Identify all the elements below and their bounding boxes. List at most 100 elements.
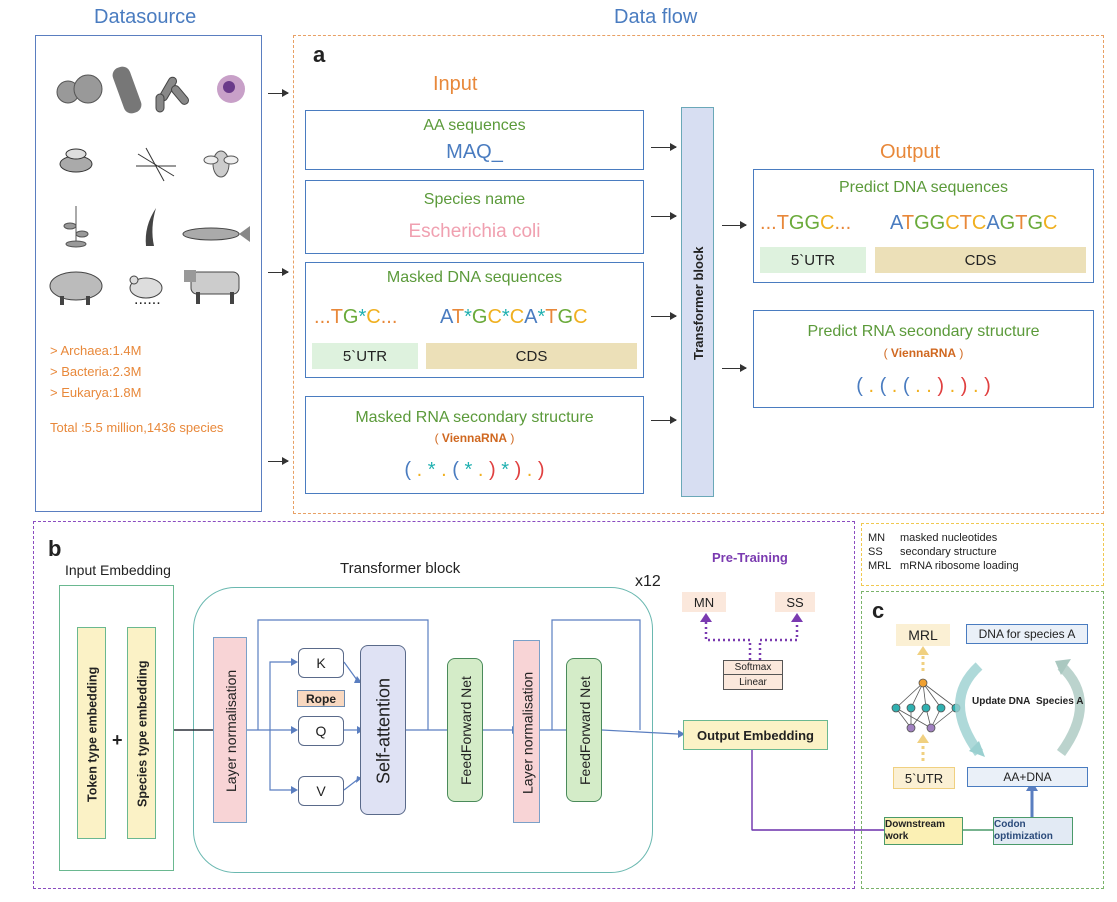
seq-char: . xyxy=(526,459,533,481)
panel-b-label: b xyxy=(48,536,62,561)
masked-rna-tool-close: ) xyxy=(507,431,515,445)
seq-char: . xyxy=(765,212,772,234)
stat-total: Total :5.5 million,1436 species xyxy=(50,420,224,435)
aa-seq-text: MAQ_ xyxy=(446,141,503,163)
ffn-2-label: FeedForward Net xyxy=(577,676,593,786)
mn-box: MN xyxy=(682,592,726,612)
seq-char: G xyxy=(999,212,1016,234)
masked-dna-cds-seq: AT*GC*CA*TGC xyxy=(440,306,588,329)
ffn-1: FeedForward Net xyxy=(447,658,483,802)
mrl-box: MRL xyxy=(896,624,950,646)
species-label: Species name xyxy=(423,191,526,208)
species-embedding-box: Species type embedding xyxy=(127,627,156,839)
self-attention-label: Self-attention xyxy=(373,677,394,785)
seq-char: . xyxy=(834,212,841,234)
transformer-block-heading: Transformer block xyxy=(340,560,461,577)
predict-rna-tool: ( ViennaRNA ) xyxy=(754,346,1093,360)
seq-char: * xyxy=(427,459,436,481)
layer-norm-1: Layer normalisation xyxy=(213,637,247,823)
predict-dna-box: Predict DNA sequences ...TGGC... ATGGCTC… xyxy=(753,169,1094,283)
masked-dna-label: Masked DNA sequences xyxy=(386,269,563,286)
seq-char: . xyxy=(386,306,392,328)
input-embedding-box xyxy=(59,585,174,871)
seaweed-icon xyxy=(145,208,156,246)
bacillus-icon xyxy=(112,66,142,114)
seq-char: . xyxy=(915,375,921,397)
seq-char: ( xyxy=(404,459,412,481)
seq-char: . xyxy=(771,212,777,234)
seq-char: . xyxy=(380,306,387,328)
cow-icon xyxy=(184,270,240,304)
aa-dna-box: AA+DNA xyxy=(967,767,1088,787)
masked-dna-box: Masked DNA sequences ...TG*C... AT*GC*CA… xyxy=(305,262,644,378)
predict-dna-cds-seq: ATGGCTCAGTGC xyxy=(890,212,1057,235)
legend-desc-mn: masked nucleotides xyxy=(900,532,998,544)
seq-char: . xyxy=(868,375,874,397)
legend-abbr-mrl: MRL xyxy=(868,560,892,572)
datasource-arrow-1 xyxy=(268,89,289,97)
seq-char: ) xyxy=(514,459,522,481)
stat-bacteria: > Bacteria:2.3M xyxy=(50,364,142,379)
output-embedding-box: Output Embedding xyxy=(683,720,828,750)
seq-char: . xyxy=(840,212,846,234)
dna-species-box: DNA for species A xyxy=(966,624,1088,644)
predict-dna-utr-seq: ...TGGC... xyxy=(760,212,851,235)
input-title: Input xyxy=(433,73,478,95)
seq-char: . xyxy=(760,212,766,234)
transformer-block-a: Transformer block xyxy=(681,107,714,497)
seq-char: C xyxy=(487,306,502,328)
update-cycle-right-arc xyxy=(1056,662,1085,756)
update-dna-label: Update DNA xyxy=(972,696,1031,707)
species-a-label: Species A xyxy=(1036,696,1084,707)
seq-char: G xyxy=(1027,212,1044,234)
pretraining-heading: Pre-Training xyxy=(712,550,788,565)
seq-char: * xyxy=(501,459,509,481)
seq-char: C xyxy=(971,212,987,234)
masked-rna-tool: ( ViennaRNA ) xyxy=(306,431,643,445)
predict-rna-tool-close: ) xyxy=(956,346,964,360)
stat-archaea: > Archaea:1.4M xyxy=(50,343,142,358)
seq-char: * xyxy=(464,306,472,328)
seq-char: . xyxy=(325,306,331,328)
seq-char: ( xyxy=(879,375,887,397)
seq-char: C xyxy=(820,212,835,234)
input-embedding-heading: Input Embedding xyxy=(65,562,171,578)
organism-icons xyxy=(49,66,250,305)
seq-char: . xyxy=(926,375,932,397)
datasource-ellipsis: ...... xyxy=(134,291,161,308)
panel-c-label: c xyxy=(872,598,885,623)
seq-char: * xyxy=(501,306,510,328)
predict-rna-tool-open: ( xyxy=(883,346,891,360)
seq-char: A xyxy=(524,306,538,328)
legend-desc-ss: secondary structure xyxy=(900,546,997,558)
embedding-plus: + xyxy=(112,730,123,750)
seq-char: . xyxy=(477,459,484,481)
predict-rna-tool-name: ViennaRNA xyxy=(890,346,957,360)
codon-optimization-box[interactable]: Codon optimization xyxy=(993,817,1073,845)
seq-char: . xyxy=(973,375,979,397)
seq-char: . xyxy=(391,306,398,328)
seq-char: . xyxy=(314,306,320,328)
seq-char: C xyxy=(1043,212,1058,234)
seq-char: . xyxy=(416,459,423,481)
downstream-work-box[interactable]: Downstream work xyxy=(884,817,963,845)
aa-arrow xyxy=(651,143,677,151)
seq-char: G xyxy=(804,212,821,234)
predict-rna-box: Predict RNA secondary structure ( Vienna… xyxy=(753,310,1094,408)
masked-dna-cds-tag: CDS xyxy=(426,343,637,369)
seq-char: * xyxy=(358,306,367,328)
rope-box: Rope xyxy=(297,690,345,707)
predict-rna-structure: ( . ( . ( . . ) . ) . ) xyxy=(754,375,1093,398)
pig-icon xyxy=(49,271,103,305)
seq-char: . xyxy=(891,375,898,397)
masked-rna-label: Masked RNA secondary structure xyxy=(355,409,594,426)
predict-dna-label: Predict DNA sequences xyxy=(839,179,1008,196)
seq-char: ( xyxy=(856,375,863,397)
seq-char: C xyxy=(366,306,381,328)
utr-box: 5`UTR xyxy=(893,767,955,789)
self-attention-box: Self-attention xyxy=(360,645,406,815)
legend-box xyxy=(861,523,1104,586)
seq-char: ( xyxy=(452,459,459,481)
seq-char: . xyxy=(949,375,956,397)
